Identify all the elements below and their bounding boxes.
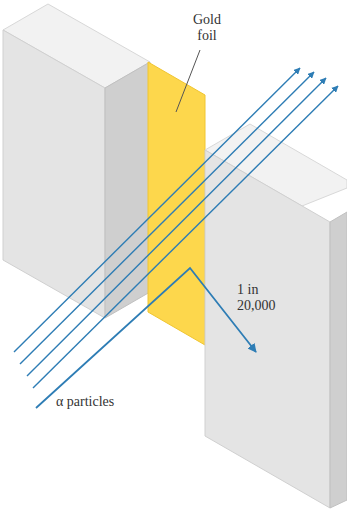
leader-line [176, 50, 200, 112]
alpha-particle-rays [14, 68, 338, 388]
alpha-particles-label: α particles [56, 394, 176, 410]
deflected-alpha-ray [36, 268, 256, 408]
gold-foil [148, 62, 205, 345]
right-shield-block [205, 124, 347, 508]
left-shield-block [3, 4, 150, 318]
foil-label: Gold foil [182, 12, 232, 44]
deflection-ratio-label: 1 in 20,000 [237, 282, 289, 314]
